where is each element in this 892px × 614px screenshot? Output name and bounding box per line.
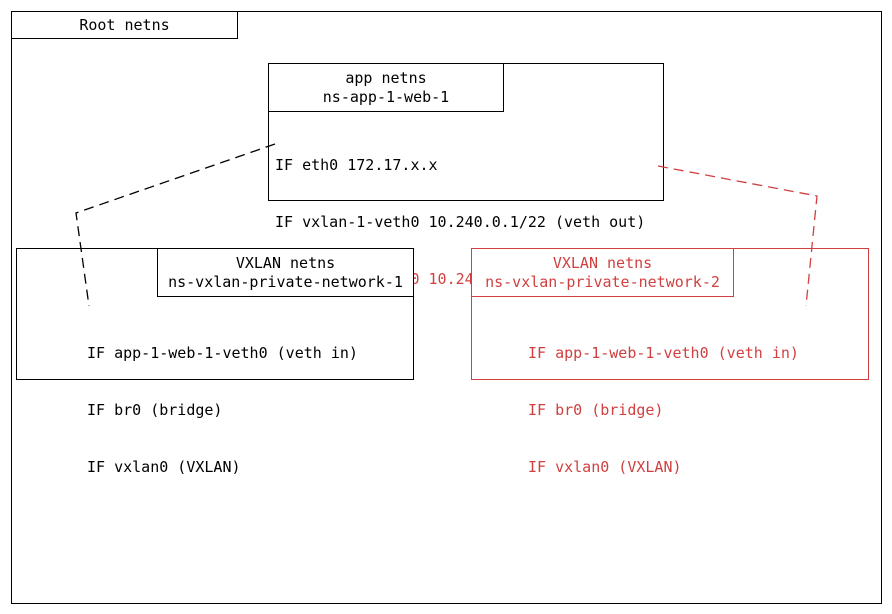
app-if-eth0: IF eth0 172.17.x.x: [275, 156, 438, 174]
vxlan2-netns-label-line2: ns-vxlan-private-network-2: [485, 273, 720, 291]
vxlan1-if-veth-in: IF app-1-web-1-veth0 (veth in): [87, 344, 358, 362]
vxlan2-netns-label-line1: VXLAN netns: [552, 254, 653, 272]
vxlan2-if-vxlan0: IF vxlan0 (VXLAN): [528, 458, 682, 476]
app-if-vxlan-veth-1: IF vxlan-1-veth0 10.240.0.1/22 (veth out…: [275, 213, 646, 231]
vxlan1-if-br0: IF br0 (bridge): [87, 401, 223, 419]
vxlan2-netns-interfaces: IF app-1-web-1-veth0 (veth in) IF br0 (b…: [528, 306, 799, 496]
vxlan1-netns-interfaces: IF app-1-web-1-veth0 (veth in) IF br0 (b…: [87, 306, 358, 496]
vxlan2-if-br0: IF br0 (bridge): [528, 401, 664, 419]
vxlan1-netns-label: VXLAN netns ns-vxlan-private-network-1: [157, 248, 414, 297]
vxlan2-netns-label: VXLAN netns ns-vxlan-private-network-2: [471, 248, 734, 297]
app-netns-label: app netns ns-app-1-web-1: [268, 63, 504, 112]
vxlan1-if-vxlan0: IF vxlan0 (VXLAN): [87, 458, 241, 476]
vxlan1-netns-label-line2: ns-vxlan-private-network-1: [168, 273, 403, 291]
vxlan1-netns-label-line1: VXLAN netns: [235, 254, 336, 272]
app-netns-label-line1: app netns: [345, 69, 427, 87]
vxlan2-if-veth-in: IF app-1-web-1-veth0 (veth in): [528, 344, 799, 362]
root-netns-label-text: Root netns: [79, 16, 170, 34]
root-netns-label: Root netns: [11, 11, 238, 39]
root-netns-box: [11, 11, 882, 604]
app-netns-label-line2: ns-app-1-web-1: [322, 88, 450, 106]
